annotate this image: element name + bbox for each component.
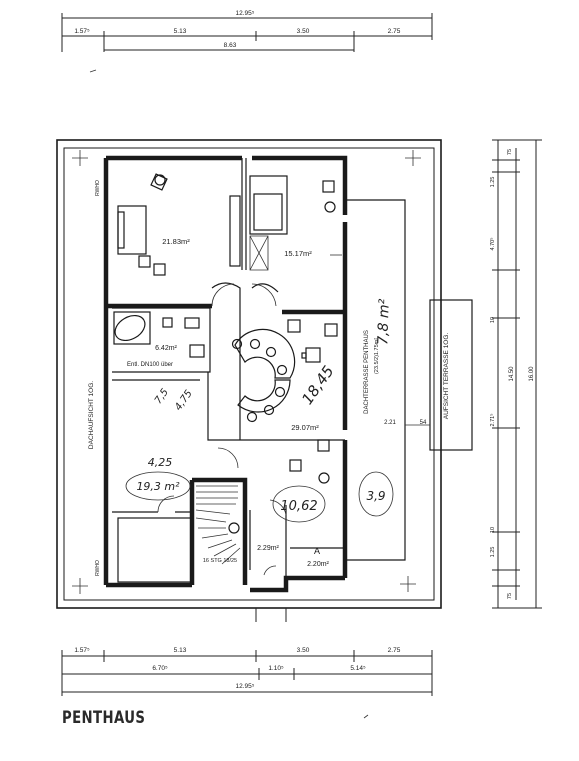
dim-right-6: 10	[490, 527, 496, 533]
dim-top-sub: 8.63	[224, 42, 237, 49]
hand-left-a: 7,5	[153, 387, 171, 406]
dim-bottom-1: 1.57⁵	[74, 647, 90, 654]
dim-bottom-total: 12.95⁵	[236, 683, 255, 690]
label-terrace-dims: (23.5/2)1.75m²	[374, 338, 380, 374]
hand-left-c: 4,25	[148, 456, 173, 469]
dim-right-2: 1.25	[490, 177, 496, 188]
terrace	[345, 199, 473, 561]
dim-top-total: 12.95⁵	[236, 10, 255, 17]
dim-right-middle: 14.50	[509, 366, 515, 382]
plan-title: PENTHAUS	[62, 708, 146, 728]
dim-top-4: 2.75	[388, 28, 401, 35]
dim-right-1: 75	[507, 149, 513, 155]
area-bedroom: 15.17m²	[284, 249, 312, 258]
hand-left-d: 19,3 m²	[136, 480, 180, 493]
riser-top: RWHO	[95, 180, 101, 196]
dim-right-7: 1.25	[490, 547, 496, 558]
label-terrace: DACHTERRASSE PENTHAUS	[364, 330, 370, 414]
hand-right-b: 3,9	[366, 489, 385, 503]
exterior-walls	[103, 155, 348, 593]
staircase	[195, 485, 241, 565]
living-furniture	[117, 173, 241, 276]
hand-left-b: 4,75	[173, 388, 195, 413]
dim-terrace-221: 2.21	[384, 420, 396, 426]
dim-top-3: 3.50	[297, 28, 310, 35]
dim-bottom-6: 1.10⁵	[268, 665, 284, 672]
dim-right-5: 2.71⁵	[489, 414, 496, 427]
dim-top-1: 1.57⁵	[74, 28, 90, 35]
riser-bottom: RWHO	[95, 560, 101, 576]
hand-terrace-area: 7,8 m²	[375, 298, 393, 345]
doors	[157, 254, 342, 576]
bath-note: Entl. DN100 über	[127, 362, 173, 368]
dim-bottom-7: 5.14⁵	[350, 665, 366, 672]
hand-right-a: 10,62	[280, 499, 317, 514]
dim-bottom-4: 2.75	[388, 647, 401, 654]
storage-letter: A	[314, 546, 320, 556]
dim-right-8: 75	[507, 593, 513, 599]
area-living: 21.83m²	[162, 237, 190, 246]
area-main: 29.07m²	[291, 423, 319, 432]
top-dimension-chain: 12.95⁵ 1.57⁵ 5.13 3.50 2.75 8.63	[61, 10, 433, 73]
handwritten-notes: 18,45 7,8 m² 7,5 4,75 4,25 19,3 m² 10,62…	[125, 298, 394, 523]
right-dimension-chain	[492, 139, 542, 609]
dim-right-total: 16.00	[529, 366, 535, 382]
dim-top-2: 5.13	[174, 28, 187, 35]
bath-fixtures	[113, 311, 205, 358]
dim-bottom-3: 3.50	[297, 647, 310, 654]
stairs-label: 16 STG 18/25	[203, 558, 237, 564]
roof-outline	[56, 139, 442, 609]
dim-right-3: 4.70⁵	[489, 238, 496, 251]
bedroom-furniture	[322, 180, 336, 213]
interior-walls	[106, 158, 345, 585]
area-hall: 2.29m²	[257, 545, 279, 552]
hand-main-area: 18,45	[298, 362, 337, 408]
dim-bottom-2: 5.13	[174, 647, 187, 654]
dim-bottom-5: 6.70⁵	[152, 665, 168, 672]
label-roof-left: DACHAUFSICHT 1OG.	[88, 381, 95, 449]
label-terrace-view: AUFSICHT TERRASSE 1OG.	[443, 333, 450, 420]
dining-furniture	[231, 319, 338, 484]
dim-right-4: 10	[490, 317, 496, 323]
dim-terrace-54: 54	[420, 420, 427, 426]
area-bath: 6.42m²	[155, 345, 177, 352]
bottom-dimension-chain	[61, 608, 433, 696]
area-storage: 2.20m²	[307, 561, 329, 568]
